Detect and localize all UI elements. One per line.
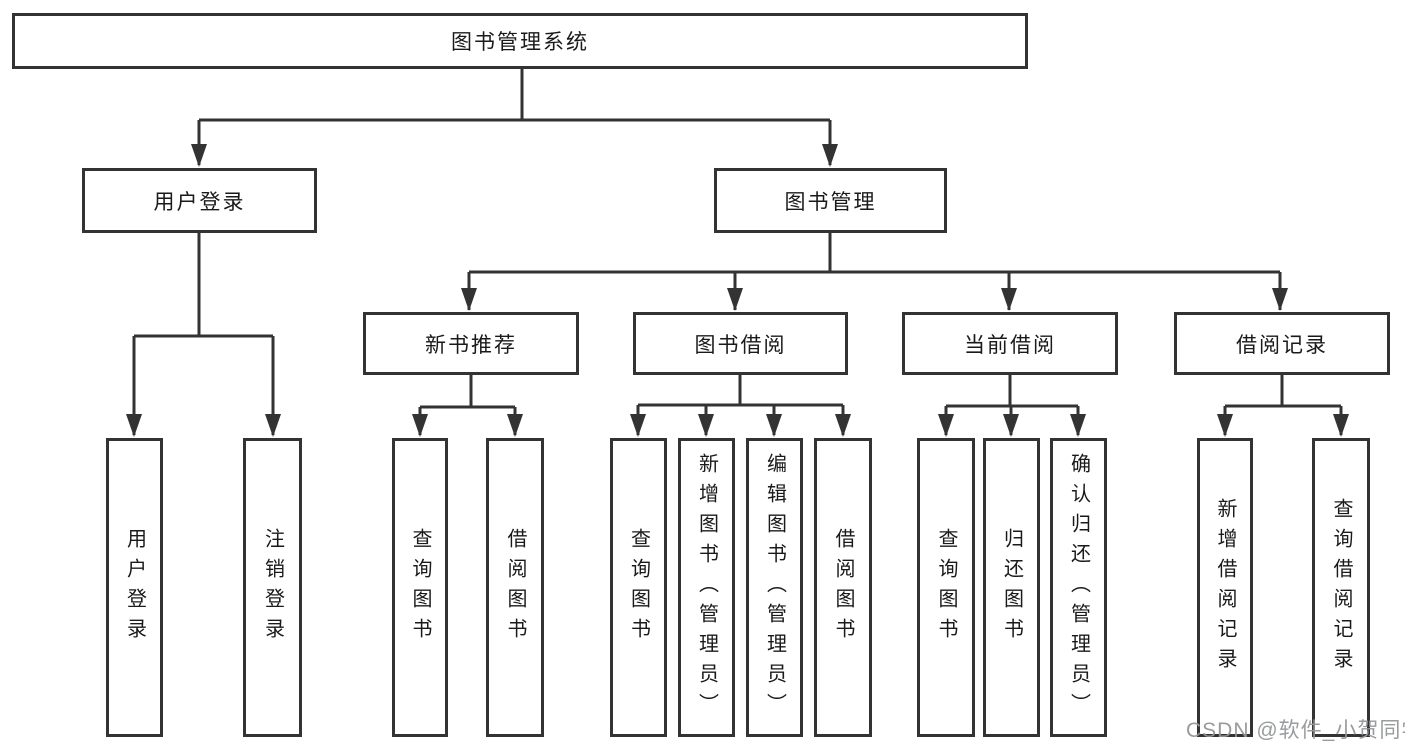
- arrowheads: [126, 144, 1349, 437]
- node-book-borrowing: 图书借阅: [633, 312, 848, 375]
- leaf-query-books-recommend: 查询图书: [392, 438, 448, 737]
- leaf-borrow-books: 借阅图书: [814, 438, 872, 737]
- node-library-system: 图书管理系统: [12, 13, 1028, 69]
- csdn-watermark: CSDN @软件_小贺同学: [1186, 719, 1405, 742]
- node-new-book-recommendation: 新书推荐: [363, 312, 579, 375]
- leaf-borrow-books-recommend: 借阅图书: [486, 438, 544, 737]
- node-user-login: 用户登录: [82, 168, 317, 233]
- leaf-confirm-return-admin: 确认归还（管理员）: [1050, 438, 1107, 737]
- leaf-query-books-current: 查询图书: [917, 438, 975, 737]
- leaf-add-book-admin: 新增图书（管理员）: [678, 438, 735, 737]
- leaf-logout: 注销登录: [243, 438, 302, 737]
- leaf-query-books-borrow: 查询图书: [610, 438, 667, 737]
- leaf-return-book: 归还图书: [983, 438, 1040, 737]
- leaf-edit-book-admin: 编辑图书（管理员）: [746, 438, 803, 737]
- leaf-query-borrow-record: 查询借阅记录: [1312, 438, 1370, 737]
- node-current-borrowing: 当前借阅: [902, 312, 1118, 375]
- leaf-add-borrow-record: 新增借阅记录: [1197, 438, 1253, 737]
- leaf-user-login: 用户登录: [106, 438, 163, 737]
- node-borrowing-records: 借阅记录: [1174, 312, 1390, 375]
- node-book-management: 图书管理: [714, 168, 947, 233]
